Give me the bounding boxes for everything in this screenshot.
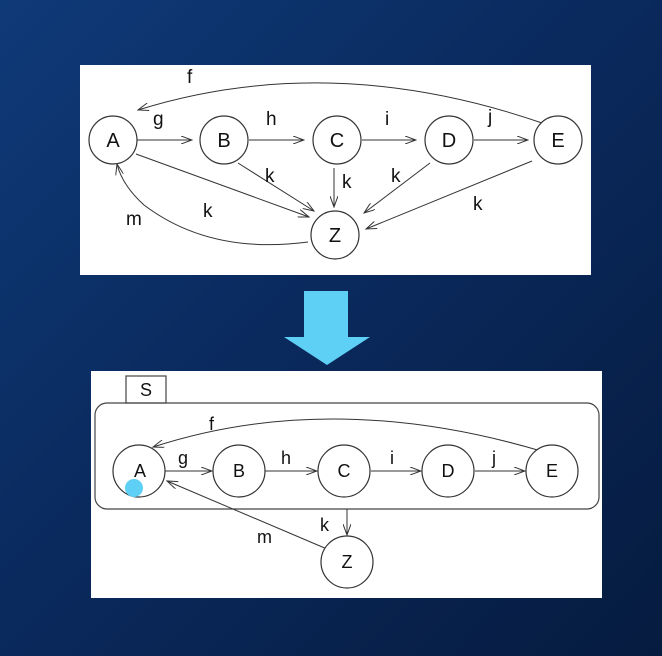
node-c-label: C bbox=[330, 130, 344, 152]
edge-m bbox=[167, 481, 328, 550]
node-a-label: A bbox=[134, 461, 146, 481]
node-d: D bbox=[424, 115, 474, 165]
down-arrow-icon bbox=[284, 291, 370, 365]
superstate-s-tab bbox=[125, 375, 167, 404]
edge-f bbox=[138, 82, 543, 124]
edge-k-bz bbox=[237, 162, 314, 211]
label-k-dz: k bbox=[391, 166, 401, 187]
node-a: A bbox=[112, 444, 166, 498]
node-d-label: D bbox=[442, 461, 455, 481]
node-a-label: A bbox=[106, 130, 120, 152]
superstate-s-label: S bbox=[140, 380, 152, 400]
label-h: h bbox=[281, 448, 291, 468]
node-b-label: B bbox=[217, 130, 230, 152]
node-b: B bbox=[212, 444, 266, 498]
node-c: C bbox=[317, 444, 371, 498]
label-i: i bbox=[385, 109, 389, 130]
node-b: B bbox=[199, 115, 249, 165]
label-j: j bbox=[491, 448, 496, 468]
edge-m bbox=[117, 164, 309, 246]
node-e: E bbox=[533, 115, 583, 165]
label-k-cz: k bbox=[342, 172, 352, 193]
node-e: E bbox=[525, 444, 579, 498]
label-j: j bbox=[487, 107, 492, 128]
label-i: i bbox=[390, 448, 394, 468]
node-z-label: Z bbox=[342, 552, 353, 572]
superstate-s: S bbox=[94, 375, 600, 510]
node-e-label: E bbox=[551, 130, 564, 152]
edge-k-az bbox=[135, 153, 309, 217]
initial-state-marker bbox=[125, 479, 143, 497]
node-d-label: D bbox=[442, 130, 456, 152]
label-g: g bbox=[178, 448, 188, 468]
label-k: k bbox=[320, 515, 330, 535]
original-diagram-svg: g h i j f k k k k k m A B C D E bbox=[88, 67, 583, 260]
label-h: h bbox=[266, 109, 277, 130]
edge-k-ez bbox=[366, 160, 533, 229]
label-k-az: k bbox=[203, 201, 213, 222]
node-a: A bbox=[88, 115, 138, 165]
node-z: Z bbox=[320, 535, 374, 589]
label-g: g bbox=[153, 109, 164, 130]
label-f: f bbox=[187, 67, 193, 88]
edge-f bbox=[153, 418, 542, 452]
node-c-label: C bbox=[338, 461, 351, 481]
refactored-state-diagram: S f g h i j k m A B C bbox=[91, 371, 602, 598]
label-m: m bbox=[257, 527, 272, 547]
label-k-bz: k bbox=[265, 166, 275, 187]
node-b-label: B bbox=[233, 461, 245, 481]
label-f: f bbox=[209, 414, 215, 434]
label-k-ez: k bbox=[473, 194, 483, 215]
node-z-label: Z bbox=[329, 225, 341, 247]
node-d: D bbox=[421, 444, 475, 498]
edge-k-dz bbox=[364, 162, 431, 213]
node-e-label: E bbox=[546, 461, 558, 481]
label-m: m bbox=[126, 209, 142, 230]
original-state-diagram: g h i j f k k k k k m A B C D E bbox=[80, 65, 591, 275]
node-c: C bbox=[312, 115, 362, 165]
node-z: Z bbox=[310, 210, 360, 260]
refactored-diagram-svg: S f g h i j k m A B C bbox=[94, 375, 600, 589]
